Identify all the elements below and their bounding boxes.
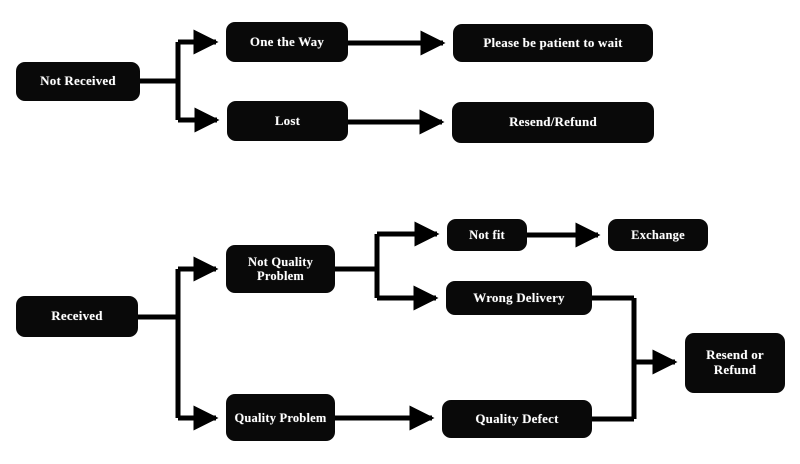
node-label: Not Quality Problem	[247, 255, 314, 283]
node-label: Please be patient to wait	[483, 34, 623, 50]
node-please-be-patient-to-wait[interactable]: Please be patient to wait	[453, 24, 653, 62]
node-label: Exchange	[631, 228, 685, 242]
node-quality-problem[interactable]: Quality Problem	[226, 394, 335, 441]
node-received[interactable]: Received	[16, 296, 138, 337]
node-label: One the Way	[249, 33, 325, 49]
node-one-the-way[interactable]: One the Way	[226, 22, 348, 62]
node-label: Resend or Refund	[706, 347, 764, 377]
node-lost[interactable]: Lost	[227, 101, 348, 141]
node-resend-or-refund[interactable]: Resend or Refund	[685, 333, 785, 393]
node-quality-defect[interactable]: Quality Defect	[442, 400, 592, 438]
node-label: Not Received	[40, 73, 116, 89]
node-not-fit[interactable]: Not fit	[447, 219, 527, 251]
node-wrong-delivery[interactable]: Wrong Delivery	[446, 281, 592, 315]
node-label: Lost	[274, 112, 301, 128]
node-not-quality-problem[interactable]: Not Quality Problem	[226, 245, 335, 293]
node-exchange[interactable]: Exchange	[608, 219, 708, 251]
node-not-received[interactable]: Not Received	[16, 62, 140, 101]
node-label: Wrong Delivery	[473, 289, 565, 305]
node-label: Not fit	[469, 228, 505, 242]
node-resend-refund[interactable]: Resend/Refund	[452, 102, 654, 143]
node-label: Quality Defect	[475, 410, 559, 426]
node-label: Resend/Refund	[509, 114, 597, 130]
node-label: Received	[51, 308, 103, 324]
node-label: Quality Problem	[234, 410, 327, 425]
